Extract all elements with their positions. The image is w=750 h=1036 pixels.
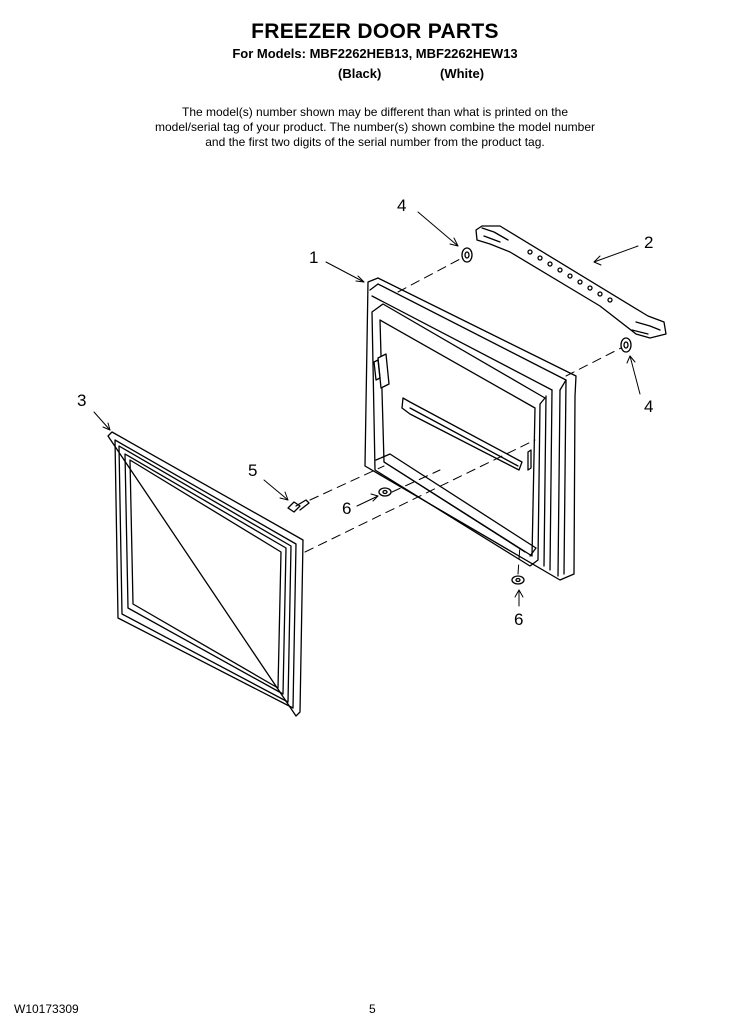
color-black-label: (Black) [338,66,382,81]
leader-lines [93,211,641,607]
model-number-note: The model(s) number shown may be differe… [155,105,595,149]
callout-fastener-top: 4 [397,196,406,215]
callout-gasket: 3 [77,391,86,410]
callout-washer-bottom: 6 [514,610,523,629]
page-number: 5 [369,1002,376,1016]
handle-fastener-top [461,247,473,263]
screw-part [287,499,310,513]
handle-fastener-bottom [620,337,632,353]
callout-washer-left: 6 [342,499,351,518]
door-part [364,277,577,581]
document-number: W10173309 [14,1002,79,1016]
handle-part [475,225,667,339]
callout-screw: 5 [248,461,257,480]
washer-bottom [511,575,525,585]
callout-handle: 2 [644,233,653,252]
models-line: For Models: MBF2262HEB13, MBF2262HEW13 [232,46,518,61]
gasket-part [107,431,304,717]
washer-left [378,487,392,497]
callout-fastener-bottom: 4 [644,397,653,416]
page-title: FREEZER DOOR PARTS [251,20,499,43]
color-white-label: (White) [440,66,485,81]
callout-door: 1 [309,248,318,267]
alignment-lines [304,257,622,575]
